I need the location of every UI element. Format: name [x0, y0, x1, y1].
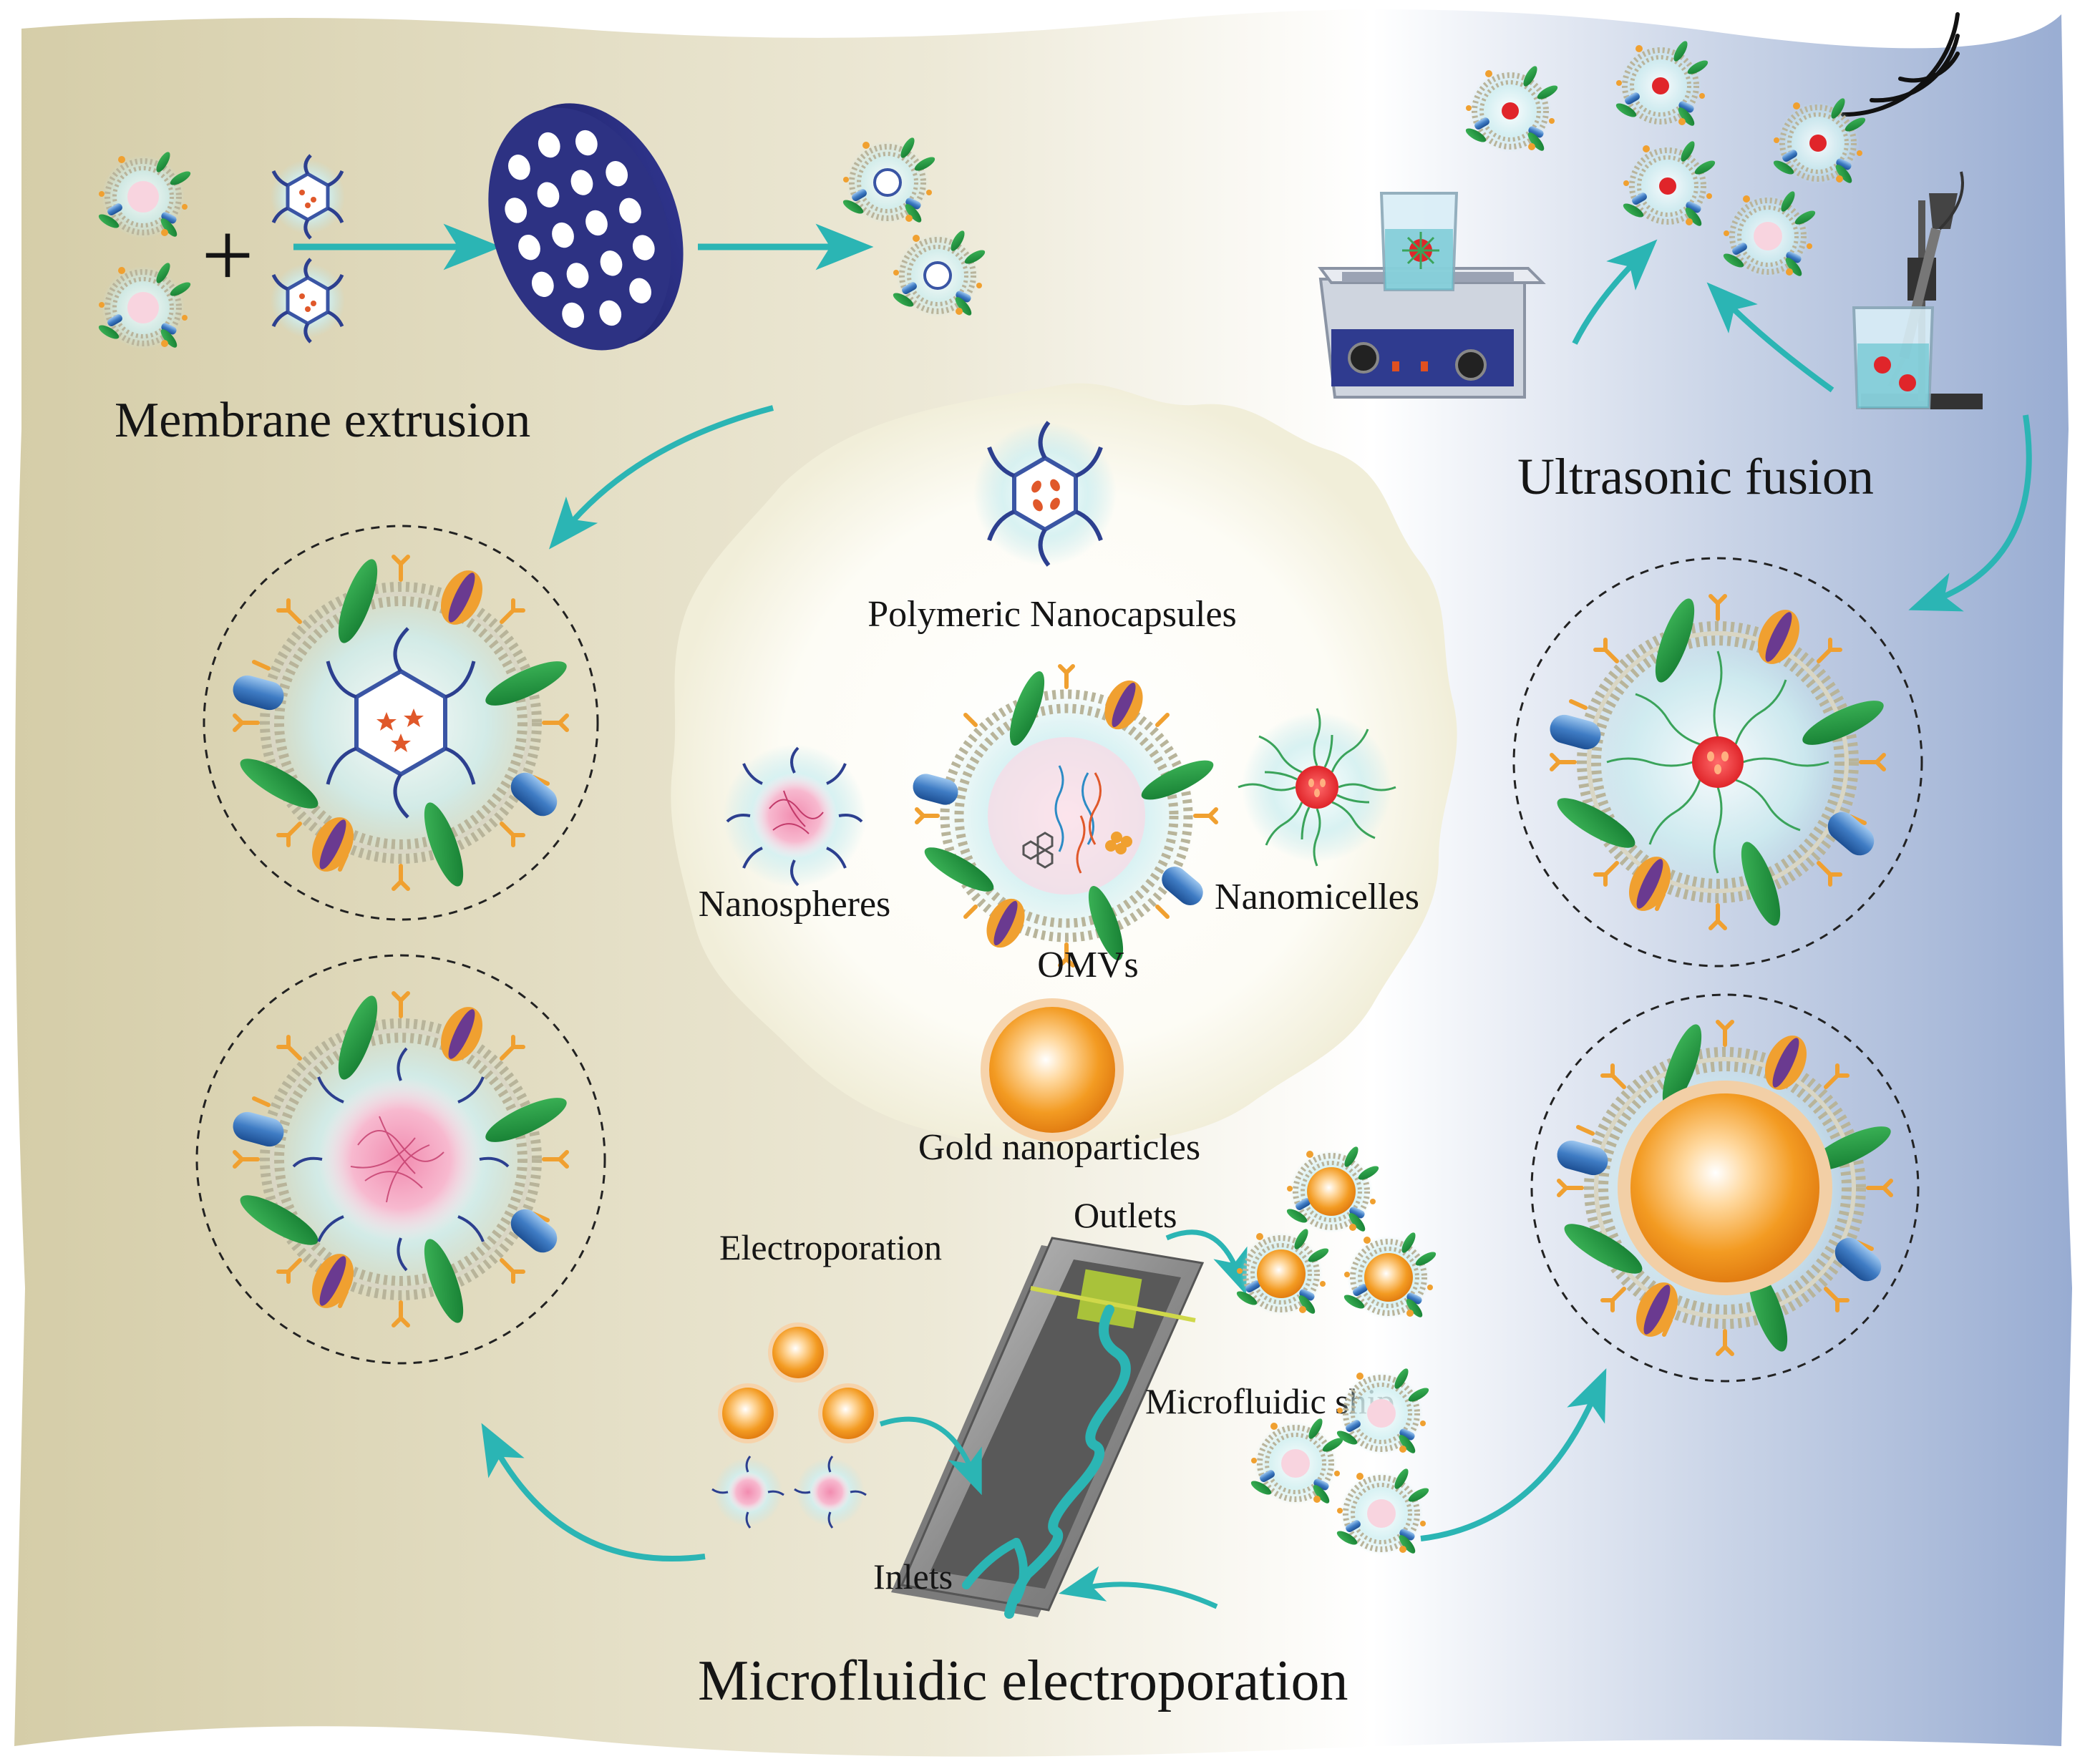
arrow-membrane-to-product [548, 405, 774, 550]
arrow-electroporation-to-left [481, 1423, 706, 1561]
probe-sonicator-icon [1852, 171, 1983, 409]
arrow-vesicles-to-chip [1059, 1566, 1218, 1609]
gold-hybrid-vesicle-icon [1235, 1145, 1438, 1320]
arrow-particles-to-inlets [879, 1416, 982, 1496]
nanocapsule-hybrid-vesicle [203, 525, 599, 921]
polymeric-nanocapsule-icon [271, 154, 345, 240]
microfluidic-electroporation-section: Electroporation Outlets Microfluidic shi… [698, 1145, 1438, 1712]
plus-icon: + [201, 204, 253, 307]
vesicle-cargo-icon [1754, 222, 1782, 250]
vesicle-cargo-icon [923, 261, 952, 290]
label-gold-nanoparticles: Gold nanoparticles [918, 1127, 1200, 1168]
porous-membrane-icon [488, 103, 684, 351]
nanomicelle-hybrid-vesicle [1512, 557, 1923, 968]
ultrasonic-bath-icon [1318, 192, 1546, 399]
section-title-microfluidic-electroporation: Microfluidic electroporation [698, 1650, 1348, 1712]
nanomicelle-icon [1238, 708, 1396, 867]
section-title-membrane-extrusion: Membrane extrusion [115, 393, 530, 448]
arrow-outlets-to-products [1165, 1229, 1248, 1295]
label-polymeric-nanocapsules: Polymeric Nanocapsules [867, 594, 1237, 635]
nanosphere-icon [723, 744, 866, 887]
core-particles-group: Polymeric Nanocapsules Nanospheres [699, 421, 1419, 1168]
membrane-extrusion-section: + [97, 103, 987, 448]
vesicle-cargo-icon [873, 168, 902, 197]
polymeric-nanocapsule-icon [271, 258, 345, 343]
beaker-icon [1379, 192, 1459, 291]
vesicle-cargo-icon [127, 292, 159, 323]
nanosphere-icon [711, 1456, 867, 1529]
section-title-ultrasonic-fusion: Ultrasonic fusion [1517, 448, 1874, 505]
gold-hybrid-vesicle [1530, 993, 1920, 1383]
gold-nanoparticle-icon [718, 1322, 878, 1443]
arrow-probe-to-vesicles [1706, 282, 1834, 393]
gold-nanoparticle-icon [981, 998, 1124, 1141]
microfluidic-chip-icon [891, 1237, 1205, 1619]
ultrasonic-fusion-section: Ultrasonic fusion [1318, 12, 1983, 505]
omv-vesicle-icon [1249, 1367, 1431, 1556]
label-outlets: Outlets [1074, 1195, 1177, 1235]
label-nanospheres: Nanospheres [699, 884, 891, 925]
arrow-electroporation-to-right [1420, 1368, 1607, 1541]
label-electroporation: Electroporation [719, 1227, 942, 1267]
polymeric-nanocapsule-icon [973, 421, 1117, 567]
label-omvs: OMVs [1037, 945, 1139, 985]
arrow-bath-to-vesicles [1572, 239, 1658, 345]
vesicle-cargo-icon [127, 181, 159, 213]
beaker-icon [1852, 306, 1935, 409]
nanosphere-hybrid-vesicle [195, 954, 606, 1365]
omv-icon [913, 664, 1218, 968]
micelle-cores [1502, 77, 1827, 195]
sound-waves-icon [1841, 12, 1960, 117]
arrow-fusion-to-product [1908, 414, 2032, 612]
label-nanomicelles: Nanomicelles [1215, 877, 1419, 917]
label-inlets: Inlets [873, 1556, 953, 1597]
